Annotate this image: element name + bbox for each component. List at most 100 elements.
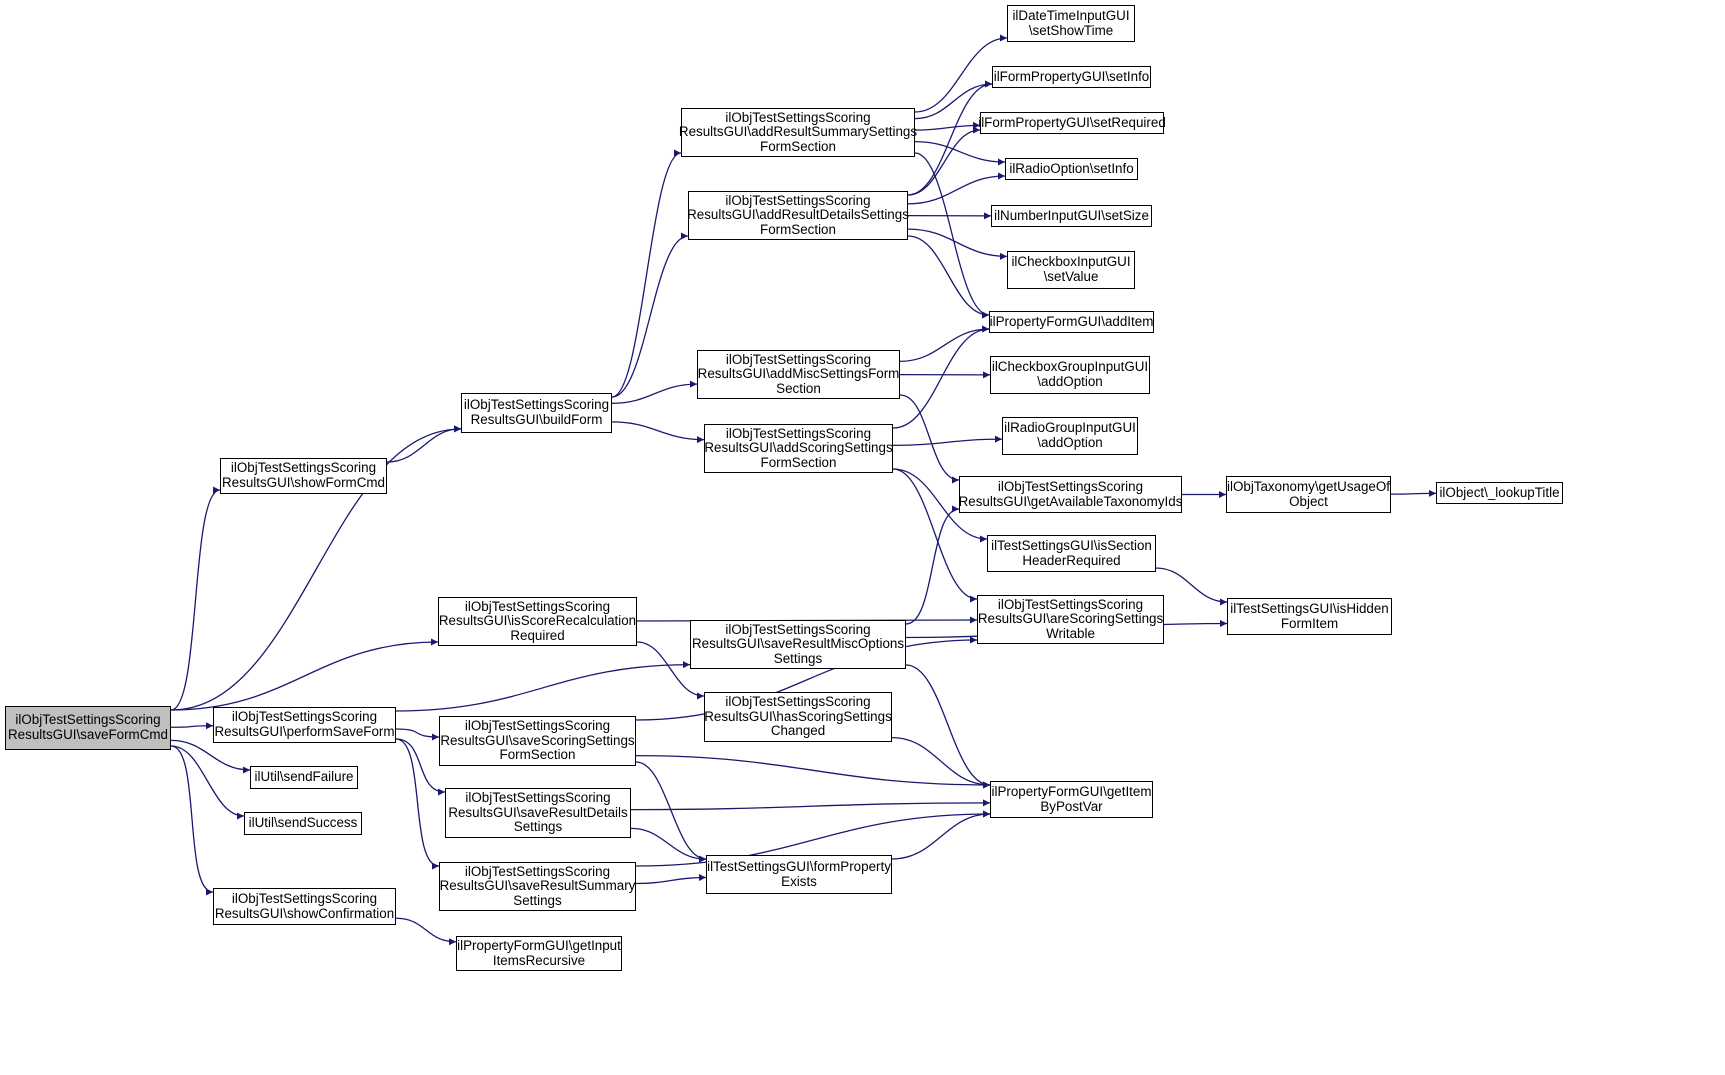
- node-label-line: ilObject\_lookupTitle: [1439, 484, 1560, 500]
- edge-show-form-cmd-to-build-form: [386, 425, 462, 463]
- node-label-line: ilObjTestSettingsScoring: [997, 478, 1144, 494]
- node-label-line: Object: [1289, 493, 1328, 509]
- node-form-prop-set-info[interactable]: ilFormPropertyGUI\setInfo: [992, 66, 1151, 88]
- edge-save-summary-to-get-item-by-post-var: [635, 810, 991, 867]
- node-label-line: ResultsGUI\isScoreRecalculation: [438, 613, 637, 629]
- node-label-line: FormSection: [760, 138, 836, 154]
- node-label-line: ilCheckboxGroupInputGUI: [991, 359, 1149, 375]
- node-label-line: FormItem: [1280, 615, 1339, 631]
- edge-add-result-summary-to-form-prop-set-info: [914, 80, 993, 120]
- edge-save-scoring-to-get-item-by-post-var: [635, 754, 991, 789]
- edge-save-form-cmd-to-send-success: [170, 745, 245, 820]
- node-set-show-time[interactable]: ilDateTimeInputGUI\setShowTime: [1007, 5, 1135, 42]
- node-radio-group-add-option[interactable]: ilRadioGroupInputGUI\addOption: [1002, 417, 1138, 455]
- node-label-line: ByPostVar: [1040, 798, 1103, 814]
- edge-add-result-details-to-set-required: [907, 126, 981, 196]
- edge-show-confirmation-to-get-input-items-rec: [395, 917, 457, 946]
- node-label-line: Settings: [513, 892, 562, 908]
- node-label-line: Settings: [773, 650, 823, 666]
- node-set-value[interactable]: ilCheckboxInputGUI\setValue: [1007, 251, 1135, 289]
- node-label-line: ResultsGUI\addResultSummarySettings: [678, 124, 918, 140]
- edge-build-form-to-add-result-details: [611, 232, 689, 398]
- edge-perform-save-form-to-save-summary: [395, 738, 440, 870]
- edge-add-result-details-to-set-value: [907, 228, 1008, 260]
- edge-perform-save-form-to-save-details: [395, 738, 446, 796]
- node-label-line: ilObjTestSettingsScoring: [725, 351, 872, 367]
- node-cb-group-add-option[interactable]: ilCheckboxGroupInputGUI\addOption: [990, 356, 1150, 394]
- node-label-line: ResultsGUI\addResultDetailsSettings: [687, 207, 909, 223]
- edge-perform-save-form-to-save-scoring: [395, 728, 440, 741]
- node-label-line: ilRadioOption\setInfo: [1009, 160, 1134, 176]
- node-label-line: \setShowTime: [1028, 22, 1114, 38]
- edge-save-form-cmd-to-show-confirmation: [170, 745, 214, 896]
- edge-add-scoring-to-radio-group-add-option: [892, 435, 1003, 447]
- edge-add-scoring-to-add-item: [892, 325, 990, 429]
- node-label-line: ilObjTestSettingsScoring: [725, 425, 872, 441]
- edge-save-form-cmd-to-perform-save-form: [170, 722, 214, 730]
- node-label-line: Settings: [513, 819, 563, 835]
- node-label-line: ResultsGUI\saveFormCmd: [8, 727, 168, 742]
- node-label-line: ilObjTestSettingsScoring: [231, 890, 378, 906]
- node-label-line: ResultsGUI\saveResultSummary: [439, 878, 636, 894]
- edge-add-result-details-to-add-item: [907, 235, 990, 319]
- node-label-line: ResultsGUI\areScoringSettings: [977, 611, 1164, 627]
- edge-save-form-cmd-to-show-form-cmd: [170, 486, 221, 711]
- edge-add-result-summary-to-add-item: [914, 152, 990, 319]
- edge-save-details-to-form-prop-exists: [630, 827, 707, 863]
- node-label-line: ilObjTestSettingsScoring: [464, 598, 611, 614]
- node-label-line: ResultsGUI\addScoringSettings: [704, 440, 893, 456]
- edge-form-prop-exists-to-get-item-by-post-var: [891, 810, 991, 860]
- edge-add-result-details-to-form-prop-set-info: [907, 80, 993, 196]
- node-label-line: ilFormPropertyGUI\setInfo: [993, 68, 1150, 84]
- node-radio-set-info[interactable]: ilRadioOption\setInfo: [1005, 158, 1138, 180]
- node-label-line: ResultsGUI\showFormCmd: [222, 475, 385, 490]
- node-label-line: ilNumberInputGUI\setSize: [994, 207, 1149, 223]
- node-label-line: ilObjTestSettingsScoring: [15, 712, 161, 728]
- node-label-line: ilTestSettingsGUI\formProperty: [707, 858, 891, 874]
- edge-add-result-details-to-radio-set-info: [907, 172, 1006, 205]
- edge-save-form-cmd-to-build-form: [170, 425, 462, 711]
- node-set-required[interactable]: ilFormPropertyGUI\setRequired: [978, 112, 1166, 134]
- edge-build-form-to-add-misc: [611, 380, 698, 405]
- node-lookup-title[interactable]: ilObject\_lookupTitle: [1436, 482, 1563, 504]
- node-label-line: ilPropertyFormGUI\getInput: [457, 937, 621, 953]
- edge-add-result-summary-to-set-required: [914, 121, 981, 131]
- node-set-size[interactable]: ilNumberInputGUI\setSize: [991, 205, 1152, 227]
- node-label-line: ResultsGUI\showConfirmation: [214, 905, 395, 921]
- node-add-item[interactable]: ilPropertyFormGUI\addItem: [989, 311, 1154, 333]
- edge-has-scoring-changed-to-get-item-by-post-var: [891, 736, 991, 789]
- node-label-line: ilObjTestSettingsScoring: [997, 596, 1144, 612]
- node-label-line: ResultsGUI\getAvailableTaxonomyIds: [958, 493, 1183, 509]
- node-label-line: ilPropertyFormGUI\addItem: [989, 313, 1154, 329]
- edge-add-scoring-to-are-scoring-writable: [892, 468, 978, 603]
- node-send-success[interactable]: ilUtil\sendSuccess: [244, 812, 362, 835]
- node-send-failure[interactable]: ilUtil\sendFailure: [250, 766, 358, 789]
- edge-save-details-to-get-item-by-post-var: [630, 799, 991, 811]
- node-label-line: ResultsGUI\saveResultDetails: [448, 804, 628, 820]
